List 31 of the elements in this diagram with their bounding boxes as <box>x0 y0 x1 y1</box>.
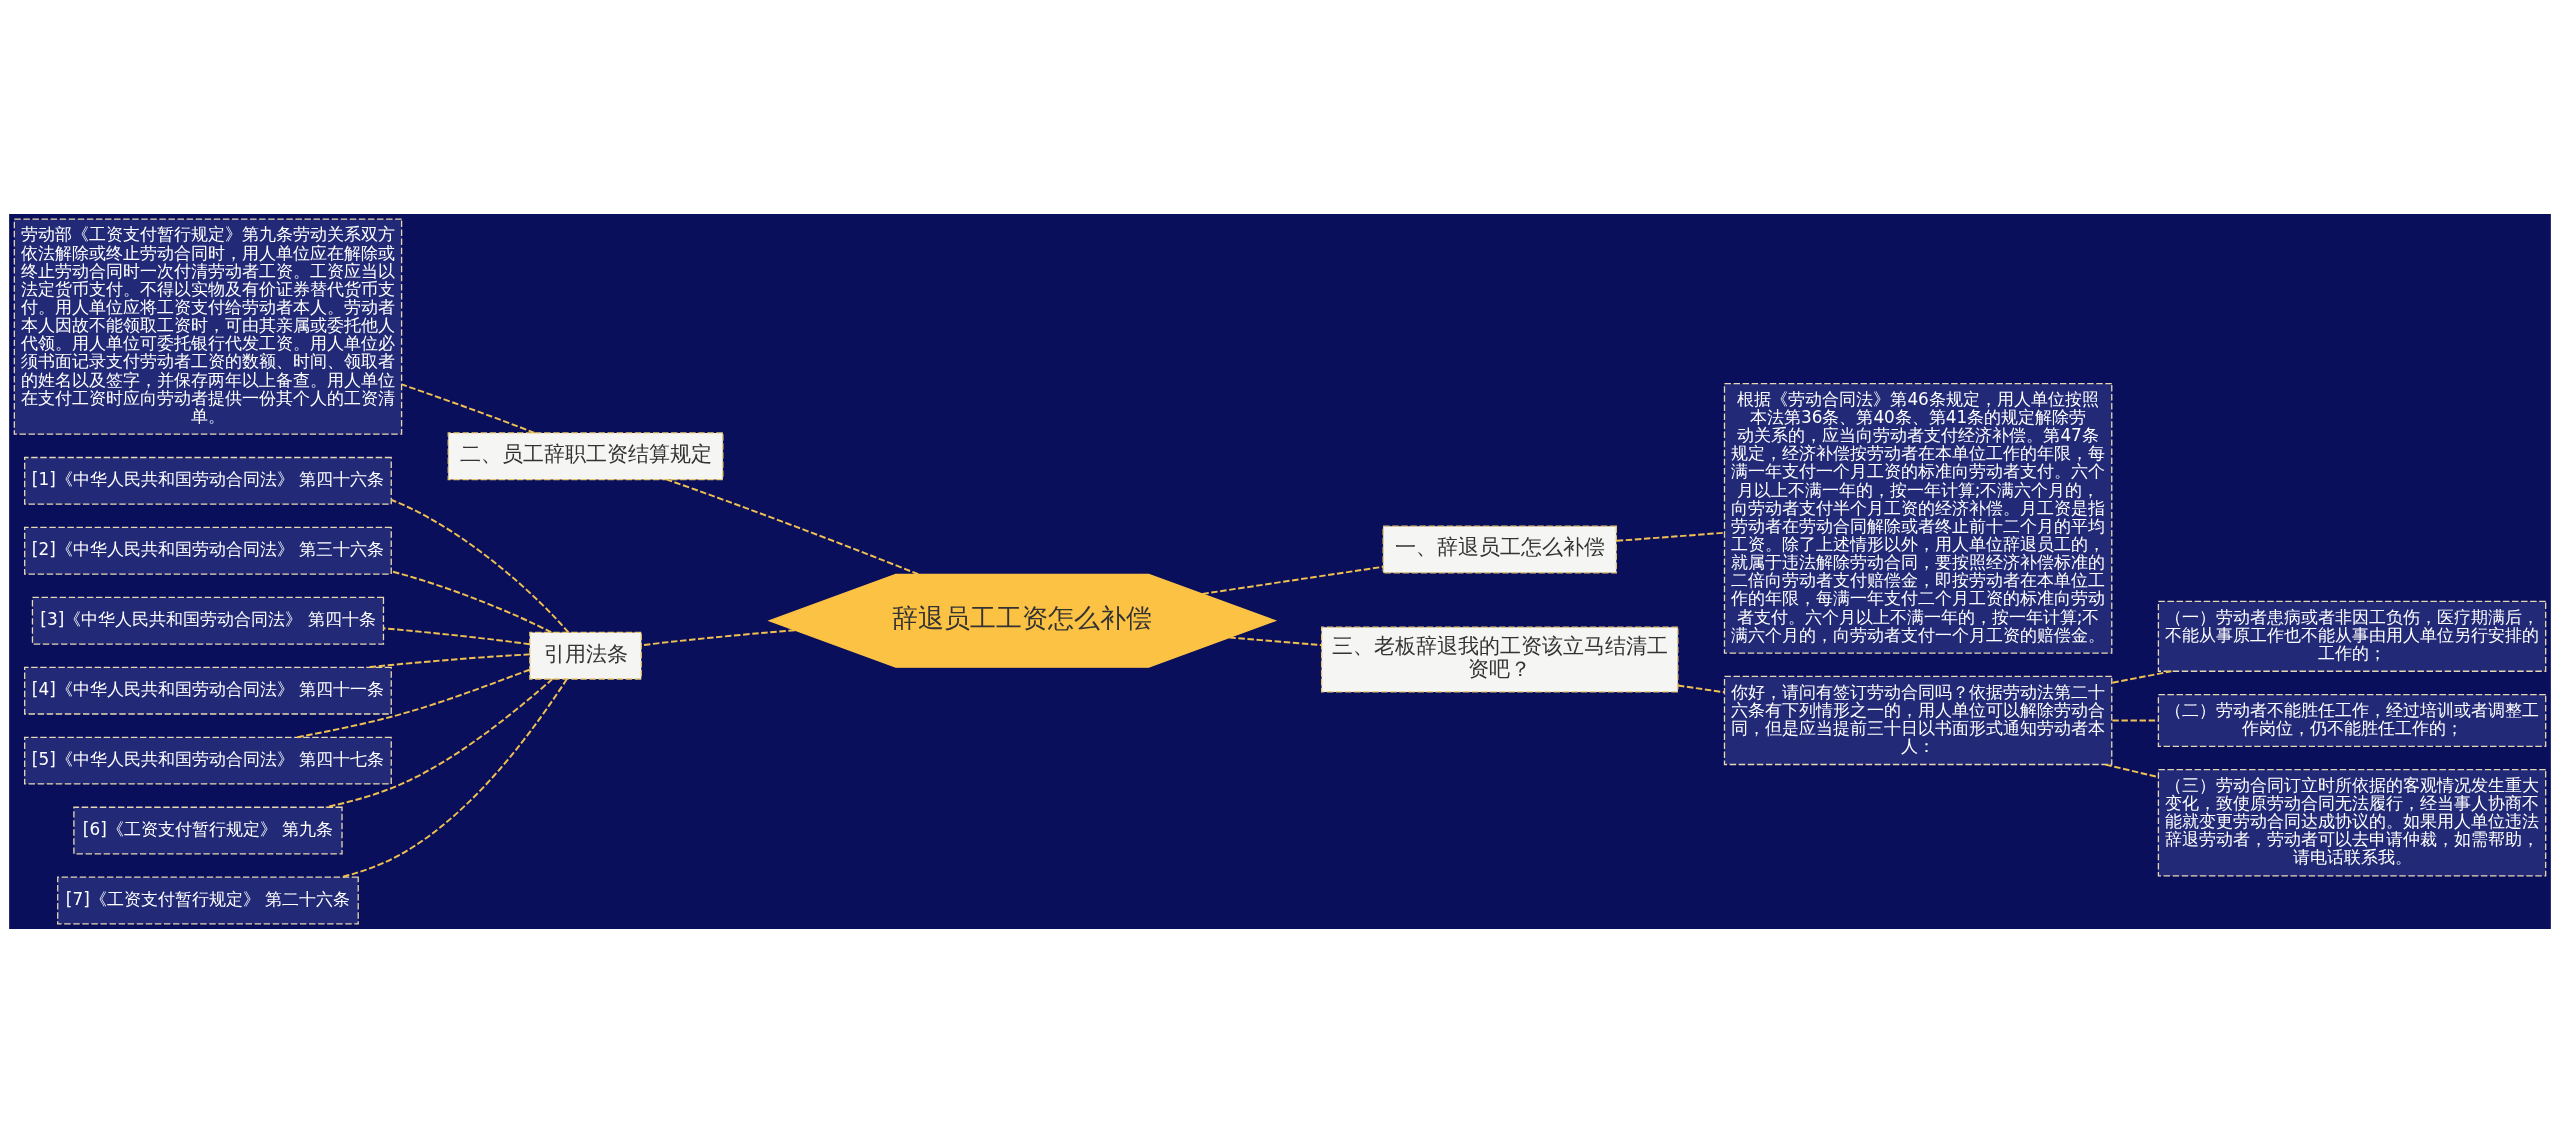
node-box: [2]《中华人民共和国劳动合同法》 第三十六条 <box>24 526 392 575</box>
connector <box>640 629 796 647</box>
connector <box>400 383 536 434</box>
connector <box>382 627 531 646</box>
connector <box>296 668 531 739</box>
node-box: （二）劳动者不能胜任工作，经过培训或者调整工作岗位，仍不能胜任工作的； <box>2157 693 2547 747</box>
connector <box>390 499 570 634</box>
node-box: [6]《工资支付暂行规定》 第九条 <box>73 806 343 855</box>
connector <box>340 678 568 879</box>
node-box: [4]《中华人民共和国劳动合同法》 第四十一条 <box>24 666 392 715</box>
node-box: 你好，请问有签订劳动合同吗？依据劳动法第二十六条有下列情形之一的，用人单位可以解除劳动合同，但是应当提前三十日以书面形式通知劳动者本人： <box>1723 675 2113 766</box>
node-box: （一）劳动者患病或者非因工负伤，医疗期满后，不能从事原工作也不能从事由用人单位另行安排的工作的； <box>2157 600 2547 672</box>
connector <box>1201 565 1384 595</box>
node-box: （三）劳动合同订立时所依据的客观情况发生重大变化，致使原劳动合同无法履行，经当事人协商不能就变更劳动合同达成协议的。如果用人单位违法辞退劳动者，劳动者可以去申请仲裁，如需帮助，请电话联系我。 <box>2157 769 2547 877</box>
connector <box>1615 531 1726 542</box>
connector <box>1677 684 1726 694</box>
node-box: [1]《中华人民共和国劳动合同法》 第四十六条 <box>24 456 392 505</box>
node-box: 根据《劳动合同法》第46条规定，用人单位按照本法第36条、第40条、第41条的规定解除劳动关系的，应当向劳动者支付经济补偿。第47条规定，经济补偿按劳动者在本单位工作的年限，每满一年支付一个月工资的标准向劳动者支付。六个月以上不满一年的，按一年计算;不满六个月的，向劳动者支付半个月工资的经济补偿。月工资是指劳动者在劳动合同解除或者终止前十二个月的平均工资。除了上述情形以外，用人单位辞退员工的，就属于违法解除劳动合同，要按照经济补偿标准的二倍向劳动者支付赔偿金，即按劳动者在本单位工作的年限，每满一年支付二个月工资的标准向劳动者支付。六个月以上不满一年的，按一年计算;不满六个月的，向劳动者支付一个月工资的赔偿金。 <box>1723 383 2113 654</box>
node-box: 二、员工辞职工资结算规定 <box>447 432 724 481</box>
connector <box>1228 636 1323 647</box>
node-box: 劳动部《工资支付暂行规定》第九条劳动关系双方依法解除或终止劳动合同时，用人单位应在解除或终止劳动合同时一次付清劳动者工资。工资应当以法定货币支付。不得以实物及有价证券替代货币支付。用人单位应将工资支付给劳动者本人。劳动者本人因故不能领取工资时，可由其亲属或委托他人代领。用人单位可委托银行代发工资。用人单位必须书面记录支付劳动者工资的数额、时间、领取者的姓名以及签字，并保存两年以上备查。用人单位在支付工资时应向劳动者提供一份其个人的工资清单。 <box>13 218 403 435</box>
node-box: 三、老板辞退我的工资该立马结清工资吧？ <box>1321 626 1679 693</box>
connector <box>324 678 554 809</box>
node-box: [3]《中华人民共和国劳动合同法》 第四十条 <box>31 596 385 645</box>
connector <box>666 478 920 576</box>
node-box: 一、辞退员工怎么补偿 <box>1382 525 1617 574</box>
node-box: 引用法条 <box>529 631 642 680</box>
connector <box>390 570 553 634</box>
node-box: [5]《中华人民共和国劳动合同法》 第四十七条 <box>24 736 392 785</box>
node-box: [7]《工资支付暂行规定》 第二十六条 <box>57 876 359 925</box>
connector <box>2111 670 2173 684</box>
